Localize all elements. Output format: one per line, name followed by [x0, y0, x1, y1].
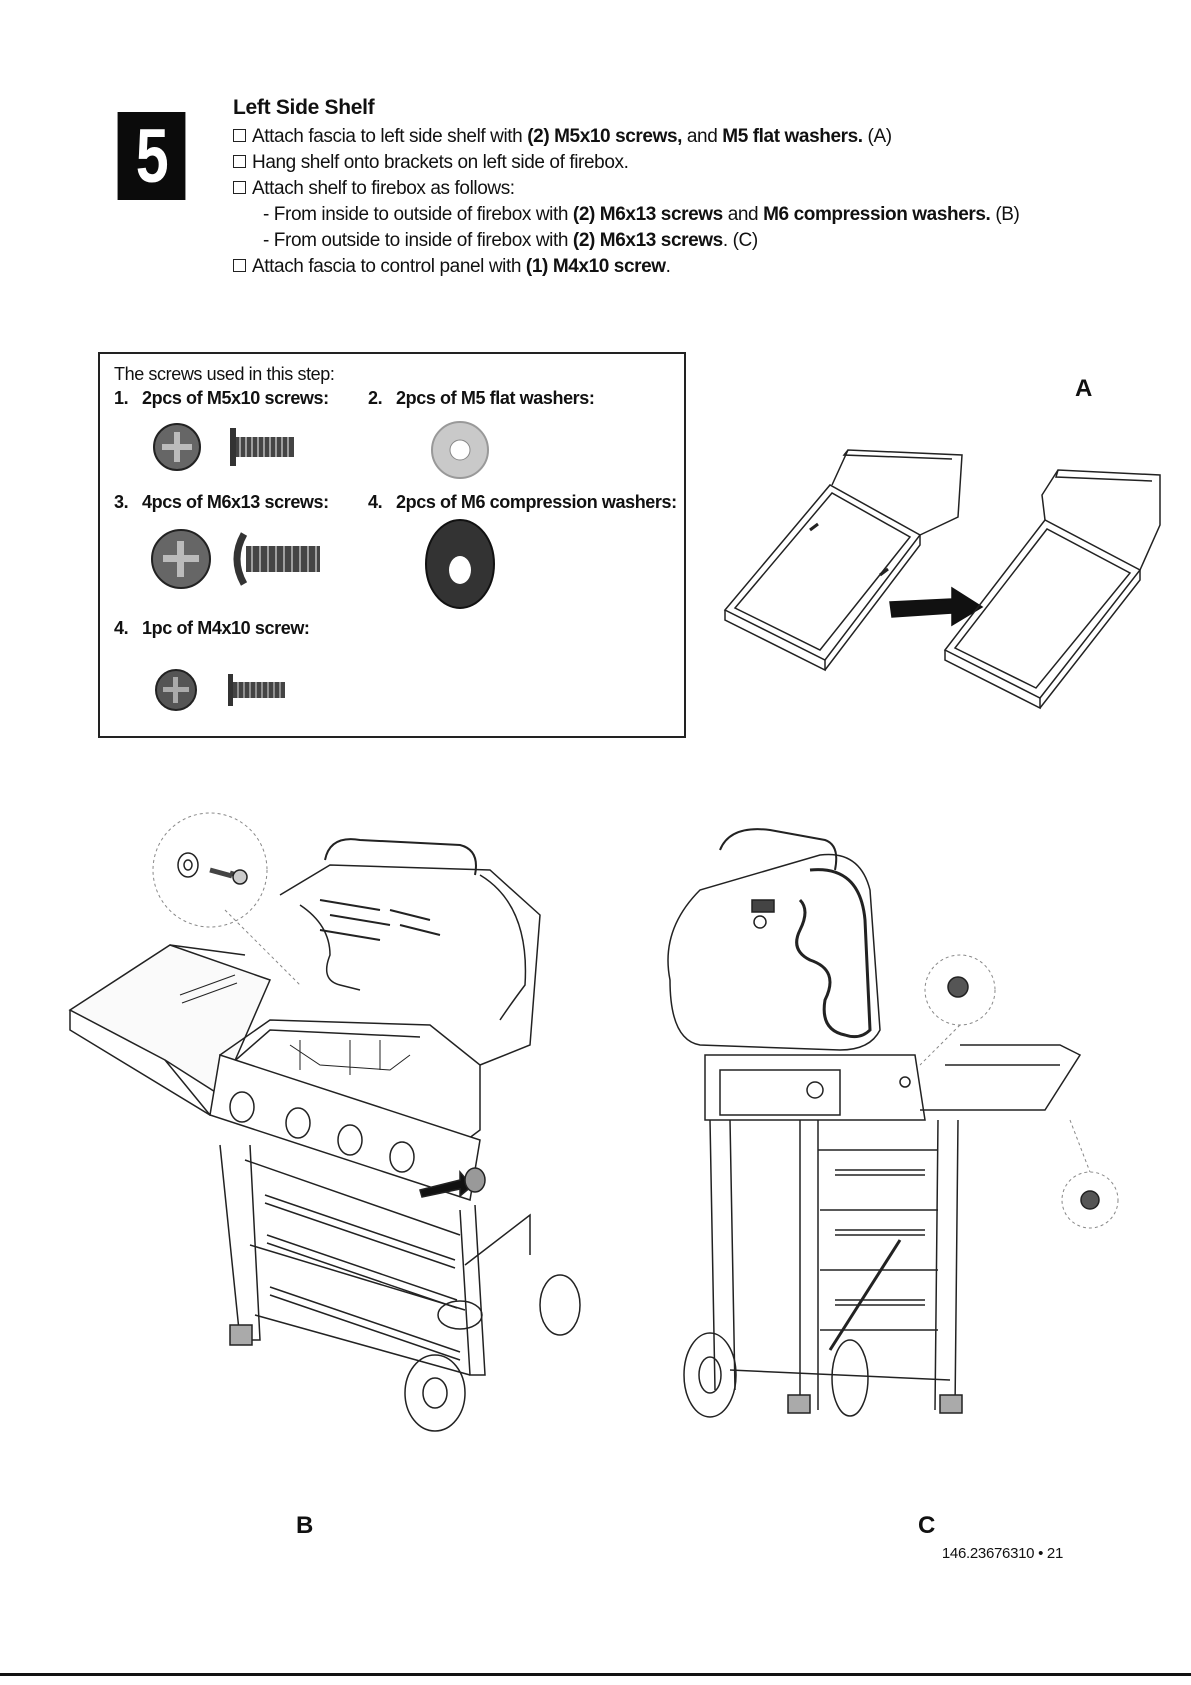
instructions: Left Side Shelf Attach fascia to left si…	[233, 96, 1133, 280]
bottom-divider	[0, 1673, 1191, 1676]
m6x13-screw-icon	[151, 529, 320, 589]
instruction-line-3: Attach shelf to firebox as follows:	[233, 176, 1133, 202]
checkbox-icon	[233, 259, 246, 272]
part-item-m6x13-screw: 3. 4pcs of M6x13 screws:	[114, 492, 329, 512]
instruction-line-2: Hang shelf onto brackets on left side of…	[233, 150, 1133, 176]
text: .	[665, 256, 671, 277]
text: Attach shelf to firebox as follows:	[252, 178, 515, 199]
text: and	[722, 204, 764, 225]
instruction-line-6: Attach fascia to control panel with (1) …	[233, 254, 1133, 280]
text: (B)	[990, 204, 1020, 225]
section-title: Left Side Shelf	[233, 96, 375, 119]
m5-flat-washer-icon	[431, 421, 489, 479]
text: Attach fascia to left side shelf with	[252, 126, 528, 147]
text: . (C)	[722, 230, 758, 251]
checkbox-icon	[233, 181, 246, 194]
text-bold: M6 compression washers.	[763, 204, 991, 225]
m6-compression-washer-icon	[425, 519, 495, 609]
parts-heading: The screws used in this step:	[114, 364, 335, 384]
figure-a-shelf-illustration	[723, 449, 1161, 710]
m4x10-screw-icon	[155, 669, 285, 711]
instruction-line-1: Attach fascia to left side shelf with (2…	[233, 124, 1133, 150]
text: (A)	[862, 126, 893, 147]
figure-b-grill-illustration	[68, 812, 581, 1432]
m5x10-screw-icon	[153, 423, 294, 471]
text: Hang shelf onto brackets on left side of…	[252, 152, 629, 173]
text: Attach fascia to control panel with	[252, 256, 526, 277]
checkbox-icon	[233, 155, 246, 168]
hardware-parts-box: The screws used in this step: 1. 2pcs of…	[98, 352, 686, 738]
step-number-badge: 5	[117, 112, 186, 200]
text: and	[682, 126, 723, 147]
text-bold: (1) M4x10 screw	[525, 256, 666, 277]
text-bold: (2) M5x10 screws,	[527, 126, 683, 147]
text-bold: (2) M6x13 screws	[572, 230, 723, 251]
page-footer: 146.23676310 • 21	[941, 1545, 1063, 1562]
instruction-line-5: - From outside to inside of firebox with…	[233, 228, 1133, 254]
figure-label-b: B	[296, 1512, 314, 1539]
step-number: 5	[135, 113, 169, 199]
figure-label-a: A	[1075, 375, 1093, 402]
part-item-m6-compression-washer: 4. 2pcs of M6 compression washers:	[368, 492, 677, 512]
text-bold: M5 flat washers.	[722, 126, 863, 147]
part-item-m4x10-screw: 4. 1pc of M4x10 screw:	[114, 618, 310, 638]
figure-label-c: C	[918, 1512, 936, 1539]
text: - From inside to outside of firebox with	[263, 204, 573, 225]
instruction-line-4: - From inside to outside of firebox with…	[233, 202, 1133, 228]
part-item-m5-washer: 2. 2pcs of M5 flat washers:	[368, 388, 595, 408]
part-item-m5x10-screw: 1. 2pcs of M5x10 screws:	[114, 388, 329, 408]
checkbox-icon	[233, 129, 246, 142]
figure-c-grill-illustration	[667, 828, 1119, 1418]
text-bold: (2) M6x13 screws	[572, 204, 723, 225]
text: - From outside to inside of firebox with	[263, 230, 573, 251]
